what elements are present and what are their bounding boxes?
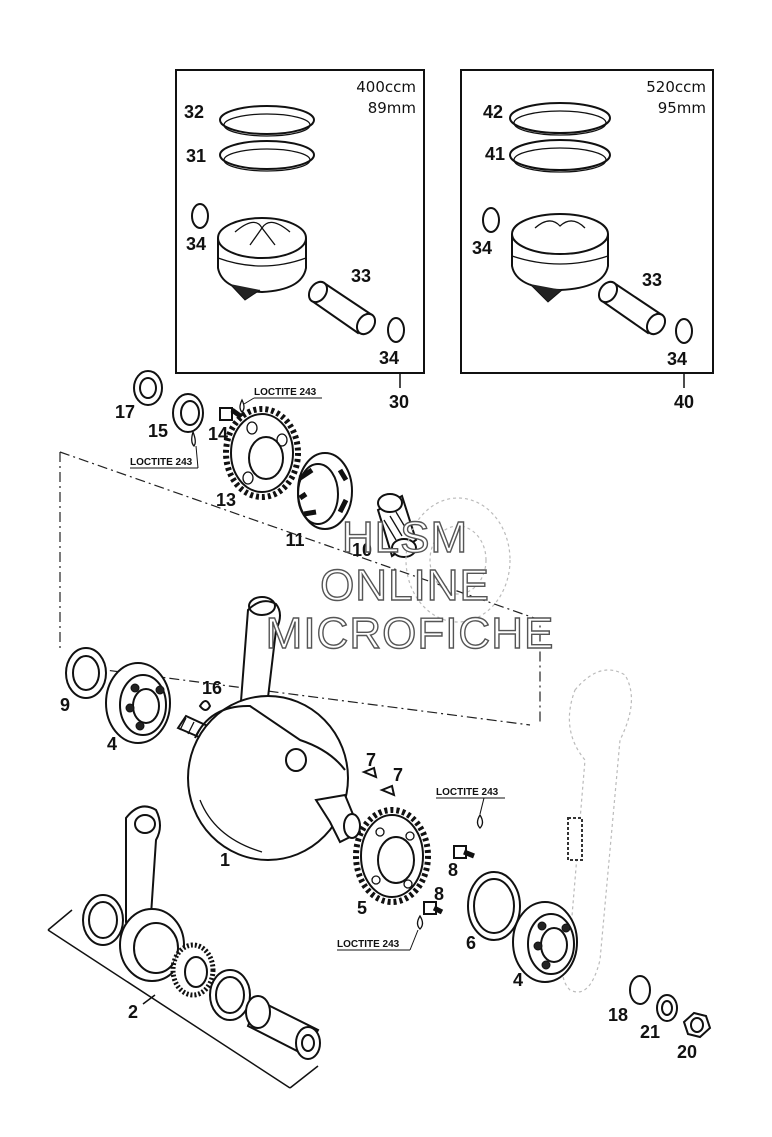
piston-ring-top-520 bbox=[509, 102, 611, 134]
label-8-lower: 8 bbox=[434, 884, 444, 904]
circlip-right-520 bbox=[675, 318, 693, 344]
box-520-bore: 95mm bbox=[658, 99, 706, 117]
label-4-left: 4 bbox=[107, 734, 117, 754]
needle-bearing-10 bbox=[376, 493, 418, 558]
piston-pin-400 bbox=[307, 280, 377, 336]
piston-kit-520-box: 520ccm 95mm 42 41 34 33 34 40 bbox=[460, 69, 714, 412]
label-7-a: 7 bbox=[366, 750, 376, 770]
label-7-b: 7 bbox=[393, 765, 403, 785]
label-15: 15 bbox=[148, 421, 168, 441]
label-34-a: 34 bbox=[186, 234, 206, 254]
box-520-displacement: 520ccm bbox=[646, 78, 706, 96]
balancer-gear-13 bbox=[223, 406, 301, 500]
watermark: HLSM ONLINE MICROFICHE bbox=[265, 512, 555, 658]
piston-520 bbox=[511, 213, 609, 303]
circlip-right bbox=[387, 317, 405, 343]
label-14: 14 bbox=[208, 424, 228, 444]
piston-ring-bottom-520 bbox=[509, 139, 611, 171]
main-bearing-right-4 bbox=[512, 901, 578, 983]
label-4-right: 4 bbox=[513, 970, 523, 990]
crank-group: 9 4 16 1 7 7 bbox=[60, 596, 578, 990]
label-34-b: 34 bbox=[379, 348, 399, 368]
bolt-8-upper bbox=[453, 845, 475, 859]
label-31: 31 bbox=[186, 146, 206, 166]
balancer-gear-group: 17 15 LOCTITE 243 14 LOCTITE 243 13 bbox=[115, 370, 418, 560]
label-33-b: 33 bbox=[642, 270, 662, 290]
guide-lines bbox=[59, 451, 541, 726]
label-2: 2 bbox=[128, 1002, 138, 1022]
label-10: 10 bbox=[352, 540, 372, 560]
key-7-a bbox=[361, 766, 378, 779]
crank-gear-5 bbox=[353, 807, 431, 905]
piston-ring-bottom bbox=[219, 140, 315, 170]
piston-ring-top bbox=[219, 105, 315, 135]
label-9: 9 bbox=[60, 695, 70, 715]
label-5: 5 bbox=[357, 898, 367, 918]
piston-kit-400-box: 400ccm 89mm 32 31 34 33 34 30 bbox=[175, 69, 425, 412]
label-34-d: 34 bbox=[667, 349, 687, 369]
loctite-right-lower: LOCTITE 243 bbox=[337, 939, 400, 950]
label-17: 17 bbox=[115, 402, 135, 422]
label-32: 32 bbox=[184, 102, 204, 122]
label-18: 18 bbox=[608, 1005, 628, 1025]
connecting-rod bbox=[119, 805, 185, 982]
piston-400 bbox=[217, 217, 307, 301]
label-13: 13 bbox=[216, 490, 236, 510]
label-11: 11 bbox=[285, 530, 304, 550]
bolt-8-lower bbox=[423, 901, 444, 915]
loctite-upper-left: LOCTITE 243 bbox=[254, 387, 317, 398]
label-34-c: 34 bbox=[472, 238, 492, 258]
nut-group: 18 21 20 bbox=[608, 975, 712, 1062]
label-40: 40 bbox=[674, 392, 694, 412]
piston-pin-520 bbox=[597, 280, 667, 336]
box-400-bore: 89mm bbox=[368, 99, 416, 117]
watermark-line-1: HLSM bbox=[342, 513, 468, 562]
label-30: 30 bbox=[389, 392, 409, 412]
watermark-line-3: MICROFICHE bbox=[266, 609, 555, 658]
label-33-a: 33 bbox=[351, 266, 371, 286]
freewheel-11 bbox=[297, 452, 353, 530]
key-7-b bbox=[379, 784, 396, 797]
shim-6 bbox=[467, 871, 521, 941]
label-41: 41 bbox=[485, 144, 505, 164]
loctite-right-upper: LOCTITE 243 bbox=[436, 787, 499, 798]
conrod-set-2: 2 bbox=[47, 805, 321, 1089]
lock-ring-18 bbox=[629, 975, 651, 1005]
background-conrod-outline bbox=[561, 669, 633, 993]
circlip-left bbox=[191, 203, 209, 229]
main-bearing-left-4 bbox=[105, 662, 171, 744]
label-20: 20 bbox=[677, 1042, 697, 1062]
watermark-line-2: ONLINE bbox=[320, 561, 490, 610]
background-balancer-shaft bbox=[405, 497, 511, 623]
nut-20 bbox=[682, 1011, 712, 1039]
needle-cage bbox=[170, 942, 216, 998]
crankshaft-1 bbox=[176, 596, 362, 861]
label-16: 16 bbox=[202, 678, 222, 698]
label-6: 6 bbox=[466, 933, 476, 953]
circlip-left-520 bbox=[482, 207, 500, 233]
box-400-displacement: 400ccm bbox=[356, 78, 416, 96]
label-42: 42 bbox=[483, 102, 503, 122]
washer-21 bbox=[656, 994, 678, 1022]
bolt-14 bbox=[219, 407, 245, 421]
label-21: 21 bbox=[640, 1022, 660, 1042]
crank-pin bbox=[245, 995, 321, 1060]
seal-17 bbox=[133, 370, 163, 406]
label-8-upper: 8 bbox=[448, 860, 458, 880]
woodruff-key-16 bbox=[198, 700, 212, 711]
label-1: 1 bbox=[220, 850, 230, 870]
loctite-gear-left: LOCTITE 243 bbox=[130, 457, 193, 468]
